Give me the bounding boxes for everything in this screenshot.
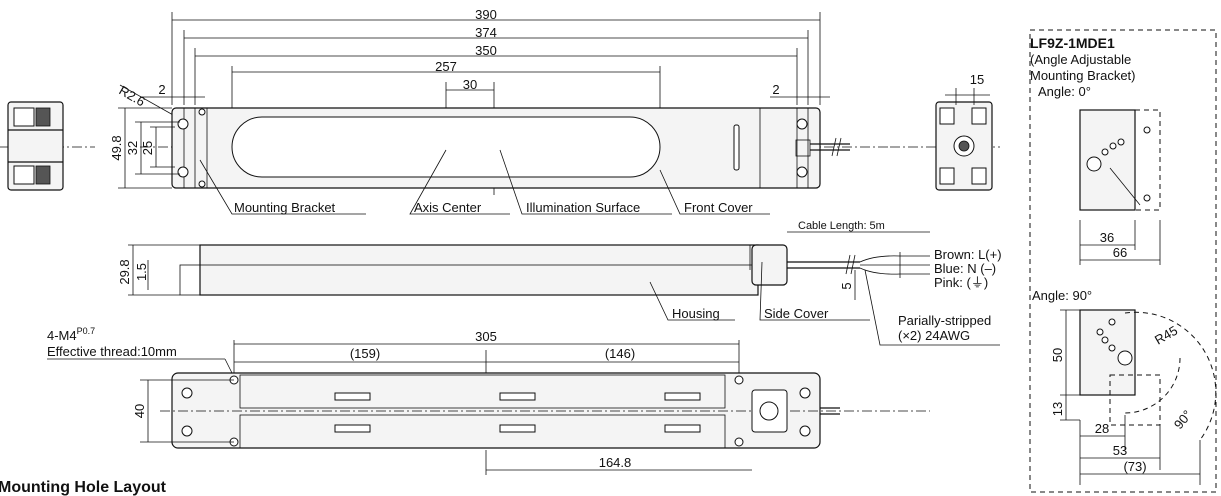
- label-axis-center: Axis Center: [414, 200, 482, 215]
- dim-30: 30: [463, 77, 477, 92]
- dim-32: 32: [125, 141, 140, 155]
- dim-40: 40: [132, 404, 147, 418]
- label-stripped-2: (×2) 24AWG: [898, 328, 970, 343]
- dim-146: (146): [605, 346, 635, 361]
- dim-257: 257: [435, 59, 457, 74]
- dim-r26: R2.6: [117, 83, 148, 110]
- bracket-d66: 66: [1113, 245, 1127, 260]
- dim-15: 15: [970, 72, 984, 87]
- bracket-d13: 13: [1050, 402, 1065, 416]
- wire-brown: Brown: L(+): [934, 247, 1002, 262]
- dim-2-left: 2: [158, 82, 165, 97]
- mounting-hole-view: 4-M4P0.7 Effective thread:10mm 305 (159)…: [0, 326, 930, 496]
- bracket-d36: 36: [1100, 230, 1114, 245]
- label-side-cover: Side Cover: [764, 306, 829, 321]
- wire-pink: Pink: (⏚): [934, 275, 988, 290]
- dim-25: 25: [140, 141, 155, 155]
- dim-5: 5: [839, 282, 854, 289]
- section-title: Mounting Hole Layout: [0, 479, 167, 496]
- wire-blue: Blue: N (–): [934, 261, 996, 276]
- label-front-cover: Front Cover: [684, 200, 753, 215]
- bracket-angle90: Angle: 90°: [1032, 288, 1092, 303]
- front-view: 390 374 350 257 30 2 2 R2.6: [109, 7, 890, 215]
- thread-effective: Effective thread:10mm: [47, 344, 177, 359]
- dim-305: 305: [475, 329, 497, 344]
- bracket-d73: (73): [1123, 459, 1146, 474]
- dim-159: (159): [350, 346, 380, 361]
- label-mounting-bracket: Mounting Bracket: [234, 200, 336, 215]
- bracket-d53: 53: [1113, 443, 1127, 458]
- bracket-d90: 90°: [1171, 407, 1195, 432]
- cable-length: Cable Length: 5m: [798, 220, 885, 232]
- thread-spec: 4-M4P0.7: [47, 326, 95, 343]
- dim-390: 390: [475, 7, 497, 22]
- label-stripped-1: Parially-stripped: [898, 313, 991, 328]
- label-housing: Housing: [672, 306, 720, 321]
- dim-298: 29.8: [117, 259, 132, 284]
- dim-2-right: 2: [772, 82, 779, 97]
- bracket-angle0: Angle: 0°: [1038, 84, 1091, 99]
- dim-498: 49.8: [109, 135, 124, 160]
- bracket-r45: R45: [1152, 323, 1180, 348]
- label-illumination-surface: Illumination Surface: [526, 200, 640, 215]
- dim-1648: 164.8: [599, 455, 632, 470]
- dim-374: 374: [475, 25, 497, 40]
- left-end-view: [0, 101, 95, 191]
- side-view: Cable Length: 5m Brown: L(+) Blue: N (–)…: [117, 220, 1002, 346]
- bracket-sub2: Mounting Bracket): [1030, 68, 1136, 83]
- bracket-sub1: (Angle Adjustable: [1030, 52, 1131, 67]
- bracket-panel: LF9Z-1MDE1 (Angle Adjustable Mounting Br…: [1029, 29, 1217, 493]
- dim-15-side: 1.5: [134, 263, 149, 281]
- dim-350: 350: [475, 43, 497, 58]
- bracket-title: LF9Z-1MDE1: [1030, 35, 1115, 51]
- right-end-view: 15: [890, 72, 1000, 191]
- bracket-d28: 28: [1095, 421, 1109, 436]
- bracket-d50: 50: [1050, 348, 1065, 362]
